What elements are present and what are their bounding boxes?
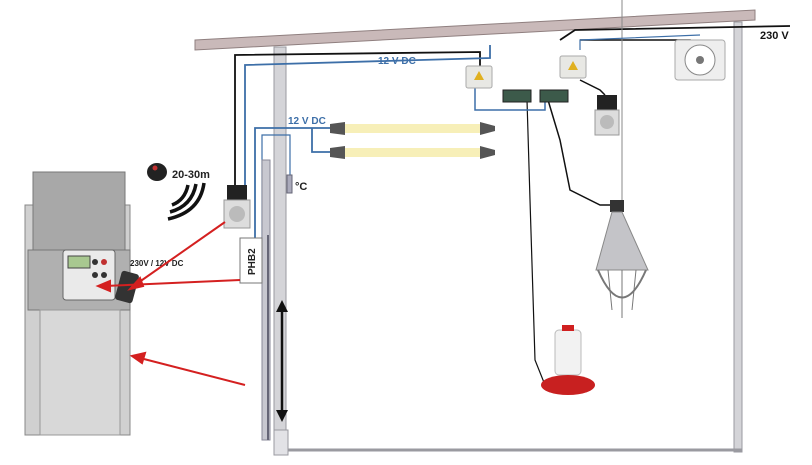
label-dc-lamps: 12 V DC (288, 116, 326, 127)
label-power: 230V / 12V DC (130, 259, 184, 268)
coop-door (24, 171, 131, 436)
door-controller (62, 249, 116, 301)
wall-base (273, 429, 289, 456)
wireless-signal-icon (167, 182, 206, 221)
dc-wire-socket2 (579, 34, 701, 50)
door-rail (261, 159, 271, 441)
led-tube-1 (330, 122, 495, 135)
remote-control (147, 163, 167, 181)
label-dc-top: 12 V DC (378, 56, 416, 67)
feeder-wire (526, 99, 555, 386)
label-module: PHB2 (247, 248, 258, 275)
dc-wire-top (244, 45, 491, 185)
dc-wire-lamps (254, 127, 330, 240)
junction-box-2 (559, 55, 587, 79)
relay-module-2 (539, 89, 569, 103)
door-travel-arrow (276, 300, 288, 422)
phb2-module: PHB2 (239, 237, 263, 284)
heatlamp-wire (547, 99, 615, 206)
label-range: 20-30m (172, 169, 210, 181)
left-wall (273, 46, 287, 456)
junction-box-1 (465, 65, 493, 89)
pointer-arrows (95, 221, 246, 386)
mains-wire (234, 51, 481, 185)
label-temp: °C (295, 181, 307, 193)
roof-beam (194, 9, 756, 51)
mains-wire-socket (579, 79, 606, 96)
right-wall (733, 21, 743, 453)
water-feeder (541, 325, 595, 395)
mains-wire-top (559, 25, 791, 41)
led-tube-2 (330, 146, 495, 159)
power-socket-right (594, 95, 620, 136)
dc-wire-lamp2 (311, 128, 330, 153)
relay-module-1 (502, 89, 532, 103)
power-adapter (115, 270, 139, 304)
mains-wire-fan (580, 39, 691, 45)
label-mains: 230 V (760, 30, 789, 42)
temperature-sensor (286, 174, 293, 194)
heat-lamp (595, 200, 649, 318)
power-socket-left (223, 185, 251, 229)
ventilation-fan (674, 39, 726, 81)
dc-wire-modules (474, 85, 546, 111)
